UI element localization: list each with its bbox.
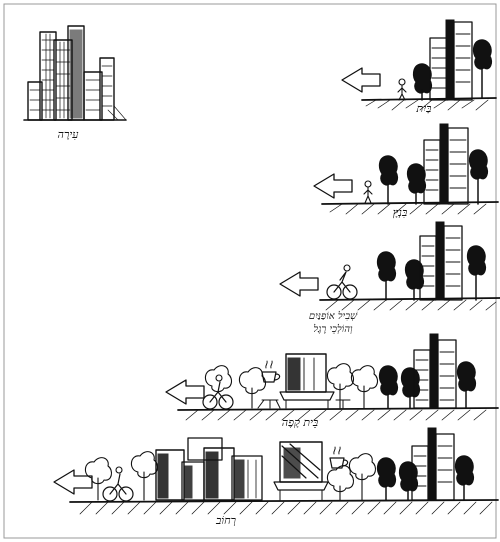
ground-line [321,201,499,205]
person-figure [363,180,373,204]
tree-icon [456,361,477,409]
tree-icon [406,163,427,205]
storefront-buildings [155,437,263,501]
arrow-left-icon [53,469,93,495]
tree-icon [400,367,421,409]
frame [3,3,497,539]
cyclist-figure [326,264,358,300]
tree-outline-icon [350,365,379,409]
cafe-label: בֵּית קָפֶה [282,416,319,429]
tree-outline-icon [204,365,233,393]
apartment-building [413,333,457,409]
cafe-building [279,353,335,409]
cyclist-figure [202,374,234,410]
arrow-left-icon [341,67,381,93]
building-label: בִּנְיָן [393,206,408,219]
cycling-label: שְׁבִיל אוֹפַנַּיִם וְהוֹלְכֵי רֶגֶל [308,311,358,335]
row-cycling [279,221,500,311]
tree-icon [398,461,419,501]
tree-icon [468,149,489,205]
tree-outline-icon [348,453,377,501]
cyclist-figure [102,466,134,502]
tree-icon [454,455,475,501]
tree-outline-icon [130,451,159,501]
street-label: רְחוֹב [215,514,236,527]
row-street [53,427,499,515]
tree-icon [412,63,433,101]
cafe-table [257,399,351,409]
tree-icon [378,365,399,409]
tree-outline-icon [326,363,355,409]
apartment-building [419,221,463,301]
ground-line [361,97,497,101]
tree-outline-icon [238,367,267,409]
tree-icon [378,155,399,205]
coffee-cup-icon [329,446,349,469]
tree-icon [472,39,493,99]
apartment-building [429,19,473,101]
cycling-label-box: שְׁבִיל אוֹפַנַּיִם וְהוֹלְכֵי רֶגֶל [308,311,358,335]
tree-icon [466,245,487,301]
tree-outline-icon [326,465,355,501]
apartment-building [423,123,469,205]
apartment-building [411,427,455,501]
city-skyline-icon [23,25,127,121]
arrow-left-icon [313,173,353,199]
coffee-cup-icon [261,360,281,383]
tree-icon [376,457,397,501]
tree-icon [376,251,397,301]
row-cafe [165,333,499,421]
cafe-building [273,441,329,501]
person-figure [397,78,407,101]
tree-icon [404,259,425,301]
arrow-left-icon [165,379,205,405]
arrow-left-icon [279,271,319,297]
tree-outline-icon [84,457,113,501]
row-house [341,19,497,111]
house-label: בַּיִת [416,102,432,115]
row-building [313,123,499,215]
city-label: עִירָה [58,128,80,141]
ground-line [319,297,500,301]
